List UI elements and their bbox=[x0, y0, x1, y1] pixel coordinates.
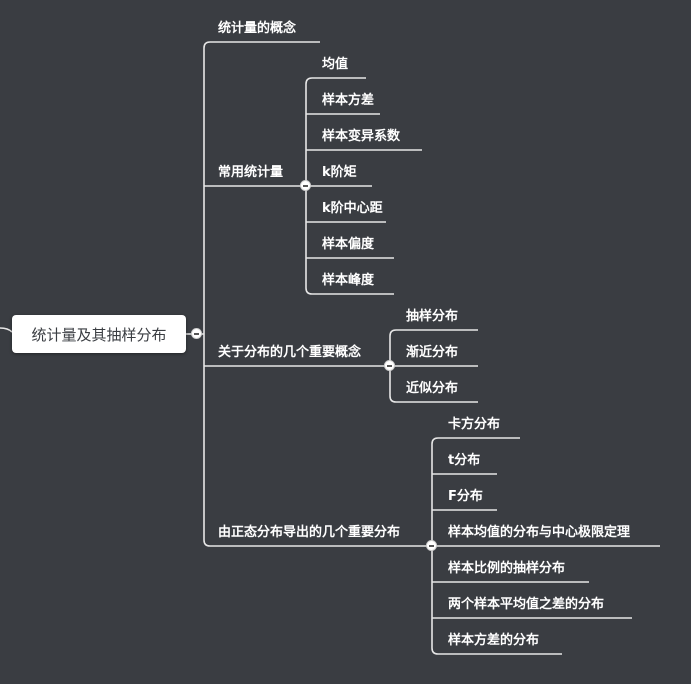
topic-normal-derived-distributions[interactable]: 由正态分布导出的几个重要分布 bbox=[218, 525, 401, 540]
root-topic-label: 统计量及其抽样分布 bbox=[31, 325, 167, 344]
subtopic-sample-variance-distribution[interactable]: 样本方差的分布 bbox=[448, 633, 540, 648]
collapse-normal-derived-icon[interactable] bbox=[426, 540, 437, 551]
subtopic-t-distribution[interactable]: t分布 bbox=[448, 453, 481, 468]
subtopic-sample-mean-clt[interactable]: 样本均值的分布与中心极限定理 bbox=[448, 525, 631, 540]
subtopic-difference-of-means[interactable]: 两个样本平均值之差的分布 bbox=[448, 597, 605, 612]
subtopic-kurtosis[interactable]: 样本峰度 bbox=[322, 273, 375, 288]
root-topic[interactable]: 统计量及其抽样分布 bbox=[12, 315, 186, 353]
subtopic-sample-variance[interactable]: 样本方差 bbox=[322, 93, 375, 108]
subtopic-sampling-distribution[interactable]: 抽样分布 bbox=[406, 309, 459, 324]
collapse-distribution-concepts-icon[interactable] bbox=[384, 360, 395, 371]
subtopic-k-moment[interactable]: k阶矩 bbox=[322, 165, 357, 180]
subtopic-sample-proportion[interactable]: 样本比例的抽样分布 bbox=[448, 561, 566, 576]
subtopic-f-distribution[interactable]: F分布 bbox=[448, 489, 483, 504]
collapse-common-statistics-icon[interactable] bbox=[300, 180, 311, 191]
subtopic-mean[interactable]: 均值 bbox=[322, 57, 349, 72]
topic-distribution-concepts[interactable]: 关于分布的几个重要概念 bbox=[218, 345, 362, 360]
subtopic-chi-square[interactable]: 卡方分布 bbox=[448, 417, 501, 432]
subtopic-k-central-moment[interactable]: k阶中心距 bbox=[322, 201, 383, 216]
subtopic-asymptotic-distribution[interactable]: 渐近分布 bbox=[406, 345, 459, 360]
subtopic-approximate-distribution[interactable]: 近似分布 bbox=[406, 381, 459, 396]
topic-concept-of-statistic[interactable]: 统计量的概念 bbox=[218, 21, 297, 36]
subtopic-coefficient-of-variation[interactable]: 样本变异系数 bbox=[322, 129, 401, 144]
collapse-root-icon[interactable] bbox=[191, 328, 202, 339]
topic-common-statistics[interactable]: 常用统计量 bbox=[218, 165, 284, 180]
subtopic-skewness[interactable]: 样本偏度 bbox=[322, 237, 375, 252]
